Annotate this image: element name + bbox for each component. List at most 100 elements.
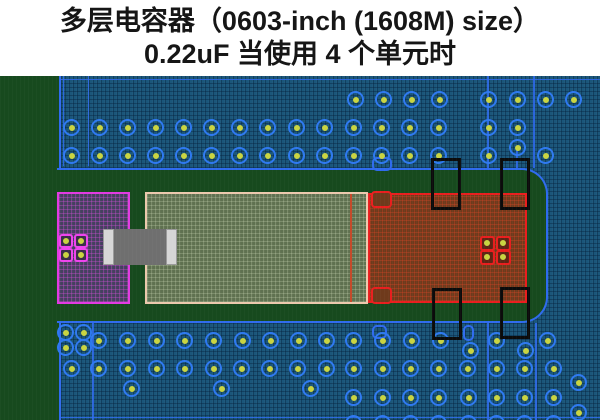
via	[205, 360, 222, 377]
chip-terminal	[166, 229, 177, 265]
via	[545, 389, 562, 406]
via	[401, 147, 418, 164]
via	[262, 332, 279, 349]
via	[517, 342, 534, 359]
chip-component	[103, 229, 177, 265]
red-pad-cluster	[495, 249, 511, 265]
magenta-pad-cluster	[59, 248, 73, 262]
via	[488, 360, 505, 377]
via	[345, 147, 362, 164]
via	[234, 332, 251, 349]
via	[347, 91, 364, 108]
via	[402, 360, 419, 377]
via	[203, 147, 220, 164]
via	[91, 119, 108, 136]
via	[176, 332, 193, 349]
via	[375, 91, 392, 108]
capacitor-0603	[500, 287, 530, 339]
via	[345, 332, 362, 349]
via	[233, 360, 250, 377]
title-line-1: 多层电容器（0603-inch (1608M) size）	[59, 6, 541, 36]
via	[459, 360, 476, 377]
zone-border-line	[516, 147, 518, 168]
via	[462, 342, 479, 359]
via	[63, 360, 80, 377]
magenta-pad-cluster	[59, 234, 73, 248]
via	[148, 332, 165, 349]
via	[175, 147, 192, 164]
via	[90, 332, 107, 349]
via	[565, 91, 582, 108]
via	[176, 360, 193, 377]
via	[345, 360, 362, 377]
via	[63, 119, 80, 136]
via	[57, 339, 74, 356]
chip-terminal	[103, 229, 114, 265]
via	[231, 119, 248, 136]
via	[175, 119, 192, 136]
via	[345, 119, 362, 136]
pcb-layout-image	[0, 76, 600, 420]
red-pad-cluster	[479, 249, 495, 265]
green-hatched-region	[145, 192, 368, 304]
via	[148, 360, 165, 377]
via	[119, 119, 136, 136]
via	[119, 332, 136, 349]
figure-title: 多层电容器（0603-inch (1608M) size） 0.22uF 当使用…	[0, 0, 600, 76]
via	[430, 389, 447, 406]
zone-border-line	[63, 76, 64, 166]
via	[509, 139, 526, 156]
via	[430, 119, 447, 136]
via	[430, 147, 447, 164]
capacitor-0603	[500, 158, 530, 210]
via	[373, 147, 390, 164]
red-pad-cluster	[495, 235, 511, 251]
via	[431, 91, 448, 108]
magenta-pad-cluster	[74, 234, 88, 248]
capacitor-0603	[432, 288, 462, 340]
via	[91, 147, 108, 164]
via	[460, 389, 477, 406]
via	[318, 332, 335, 349]
via	[203, 119, 220, 136]
via	[318, 360, 335, 377]
via	[402, 389, 419, 406]
via	[288, 147, 305, 164]
red-outline-square	[371, 191, 392, 208]
via	[537, 91, 554, 108]
via	[570, 374, 587, 391]
zone-border-line	[59, 79, 600, 80]
via	[345, 389, 362, 406]
via	[480, 119, 497, 136]
via	[373, 119, 390, 136]
via	[430, 360, 447, 377]
via	[302, 380, 319, 397]
via	[231, 147, 248, 164]
via	[290, 332, 307, 349]
via	[516, 389, 533, 406]
via	[374, 360, 391, 377]
via	[403, 332, 420, 349]
via	[147, 119, 164, 136]
via	[147, 147, 164, 164]
via	[401, 119, 418, 136]
via	[539, 332, 556, 349]
via	[488, 389, 505, 406]
via	[509, 91, 526, 108]
via	[316, 147, 333, 164]
trace-stub	[463, 325, 474, 341]
via	[213, 380, 230, 397]
via	[123, 380, 140, 397]
via	[403, 91, 420, 108]
zone-border-line	[533, 76, 535, 168]
via	[480, 147, 497, 164]
red-pad-cluster	[479, 235, 495, 251]
via	[119, 147, 136, 164]
magenta-pad-cluster	[74, 248, 88, 262]
zone-border-line	[59, 417, 600, 418]
via	[374, 389, 391, 406]
via	[488, 332, 505, 349]
via	[90, 360, 107, 377]
via	[374, 332, 391, 349]
